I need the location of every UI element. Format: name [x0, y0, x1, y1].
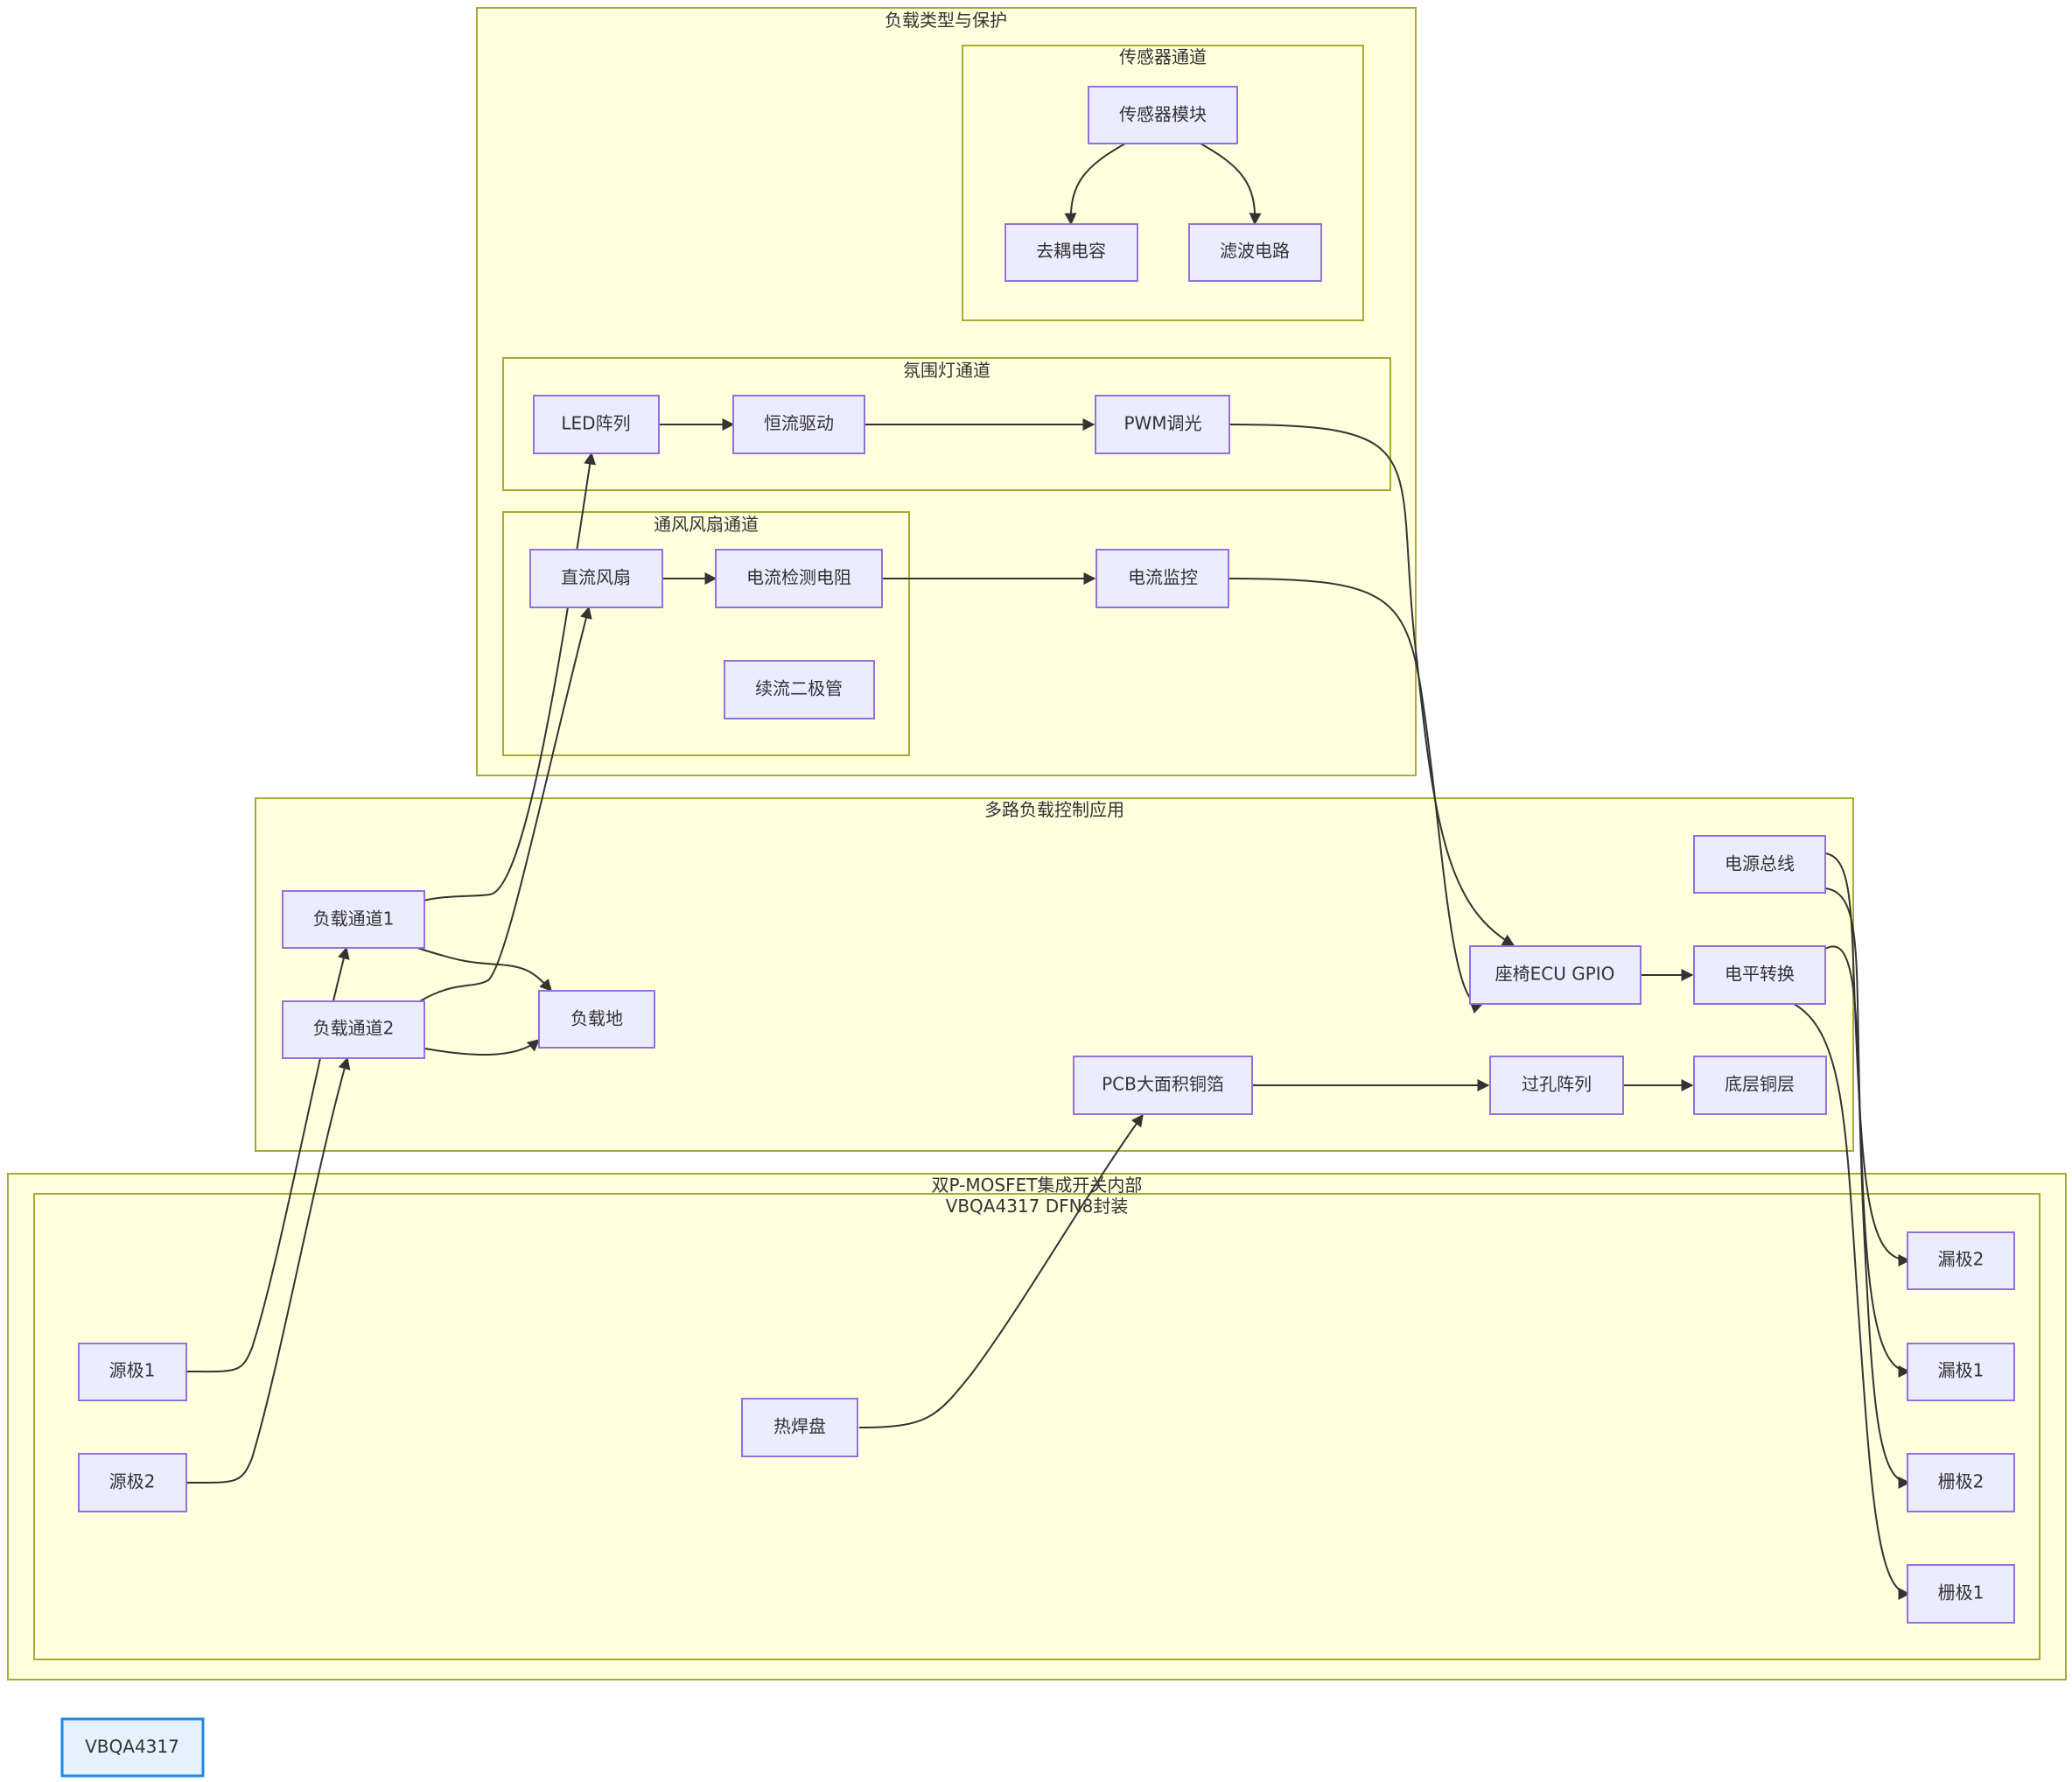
- svg-text:底层铜层: 底层铜层: [1725, 1074, 1795, 1095]
- edge-pwm-to-ecu: [1228, 424, 1516, 946]
- svg-text:去耦电容: 去耦电容: [1036, 241, 1106, 262]
- cluster-ambient-light-channel-label: 氛围灯通道: [903, 360, 990, 381]
- node-pcb-copper[interactable]: PCB大面积铜箔: [1073, 1056, 1253, 1115]
- svg-text:负载通道1: 负载通道1: [313, 909, 395, 930]
- svg-text:传感器模块: 传感器模块: [1119, 104, 1207, 125]
- cluster-fan-channel-label: 通风风扇通道: [654, 514, 759, 535]
- svg-text:负载地: 负载地: [570, 1008, 623, 1029]
- node-seat-ecu-gpio[interactable]: 座椅ECU GPIO: [1469, 945, 1642, 1005]
- node-gate-2[interactable]: 栅极2: [1907, 1453, 2015, 1512]
- node-freewheel-diode[interactable]: 续流二极管: [724, 660, 875, 719]
- svg-text:座椅ECU GPIO: 座椅ECU GPIO: [1495, 964, 1615, 985]
- node-source-2[interactable]: 源极2: [78, 1453, 187, 1512]
- cluster-load-types-label: 负载类型与保护: [885, 10, 1007, 31]
- edge-bus-to-drain2: [1824, 852, 1911, 1266]
- cluster-sensor-channel-label: 传感器通道: [1119, 46, 1207, 67]
- node-dc-fan[interactable]: 直流风扇: [529, 549, 663, 608]
- edge-thermal-to-pcb: [858, 1113, 1144, 1428]
- node-sensor-module[interactable]: 传感器模块: [1088, 86, 1238, 144]
- svg-text:电源总线: 电源总线: [1725, 853, 1795, 874]
- edge-load2-to-fan: [417, 606, 592, 1003]
- svg-text:续流二极管: 续流二极管: [755, 678, 843, 699]
- edge-sensor-to-filter: [1200, 143, 1262, 226]
- svg-text:漏极2: 漏极2: [1938, 1249, 1984, 1270]
- svg-text:恒流驱动: 恒流驱动: [764, 413, 834, 434]
- svg-text:负载通道2: 负载通道2: [313, 1018, 395, 1039]
- node-current-monitor[interactable]: 电流监控: [1096, 549, 1229, 608]
- node-load-channel-1[interactable]: 负载通道1: [282, 890, 425, 949]
- svg-text:源极2: 源极2: [109, 1471, 156, 1492]
- svg-text:漏极1: 漏极1: [1938, 1360, 1984, 1381]
- legend-vbqa4317-label: VBQA4317: [85, 1736, 179, 1757]
- node-thermal-pad[interactable]: 热焊盘: [741, 1398, 858, 1457]
- node-drain-2[interactable]: 漏极2: [1907, 1231, 2015, 1290]
- node-via-array[interactable]: 过孔阵列: [1489, 1056, 1624, 1115]
- cluster-multi-load-app-label: 多路负载控制应用: [984, 799, 1124, 820]
- svg-text:LED阵列: LED阵列: [561, 413, 630, 434]
- svg-text:栅极1: 栅极1: [1938, 1582, 1984, 1603]
- svg-text:电流检测电阻: 电流检测电阻: [746, 567, 851, 588]
- svg-text:过孔阵列: 过孔阵列: [1522, 1074, 1592, 1095]
- node-drain-1[interactable]: 漏极1: [1907, 1343, 2015, 1401]
- cluster-package: VBQA4317 DFN8封装: [33, 1193, 2040, 1660]
- edge-level-to-gate1: [1793, 1003, 1911, 1600]
- node-source-1[interactable]: 源极1: [78, 1343, 187, 1401]
- node-pwm-dimming[interactable]: PWM调光: [1095, 395, 1230, 454]
- node-current-sense-resistor[interactable]: 电流检测电阻: [715, 549, 883, 608]
- svg-text:源极1: 源极1: [109, 1360, 156, 1381]
- node-load-ground[interactable]: 负载地: [538, 990, 655, 1049]
- node-decoupling-cap[interactable]: 去耦电容: [1004, 223, 1138, 282]
- svg-text:滤波电路: 滤波电路: [1220, 241, 1290, 262]
- node-gate-1[interactable]: 栅极1: [1907, 1564, 2015, 1624]
- edge-monitor-to-ecu: [1228, 578, 1484, 1014]
- cluster-package-label: VBQA4317 DFN8封装: [946, 1196, 1129, 1217]
- svg-text:热焊盘: 热焊盘: [774, 1416, 826, 1437]
- svg-text:栅极2: 栅极2: [1938, 1471, 1984, 1492]
- edge-source2-to-load2: [186, 1056, 351, 1484]
- edge-sensor-to-decoupling: [1064, 143, 1126, 226]
- legend-vbqa4317[interactable]: VBQA4317: [60, 1717, 205, 1778]
- node-filter-circuit[interactable]: 滤波电路: [1188, 223, 1322, 282]
- svg-text:PCB大面积铜箔: PCB大面积铜箔: [1102, 1074, 1224, 1095]
- node-power-bus[interactable]: 电源总线: [1693, 835, 1826, 894]
- edge-level-to-gate2: [1824, 945, 1911, 1489]
- edge-load2-to-ground: [419, 1039, 541, 1056]
- node-led-array[interactable]: LED阵列: [533, 395, 660, 454]
- cluster-mosfet-internal-label: 双P-MOSFET集成开关内部: [932, 1175, 1143, 1196]
- node-cc-driver[interactable]: 恒流驱动: [732, 395, 865, 454]
- edge-load1-to-ground: [416, 947, 552, 993]
- node-load-channel-2[interactable]: 负载通道2: [282, 1000, 425, 1059]
- node-bottom-copper[interactable]: 底层铜层: [1693, 1056, 1827, 1115]
- svg-text:PWM调光: PWM调光: [1124, 413, 1201, 434]
- svg-text:电平转换: 电平转换: [1725, 964, 1795, 985]
- svg-text:电流监控: 电流监控: [1128, 567, 1198, 588]
- svg-text:直流风扇: 直流风扇: [561, 567, 631, 588]
- node-level-shifter[interactable]: 电平转换: [1693, 945, 1826, 1005]
